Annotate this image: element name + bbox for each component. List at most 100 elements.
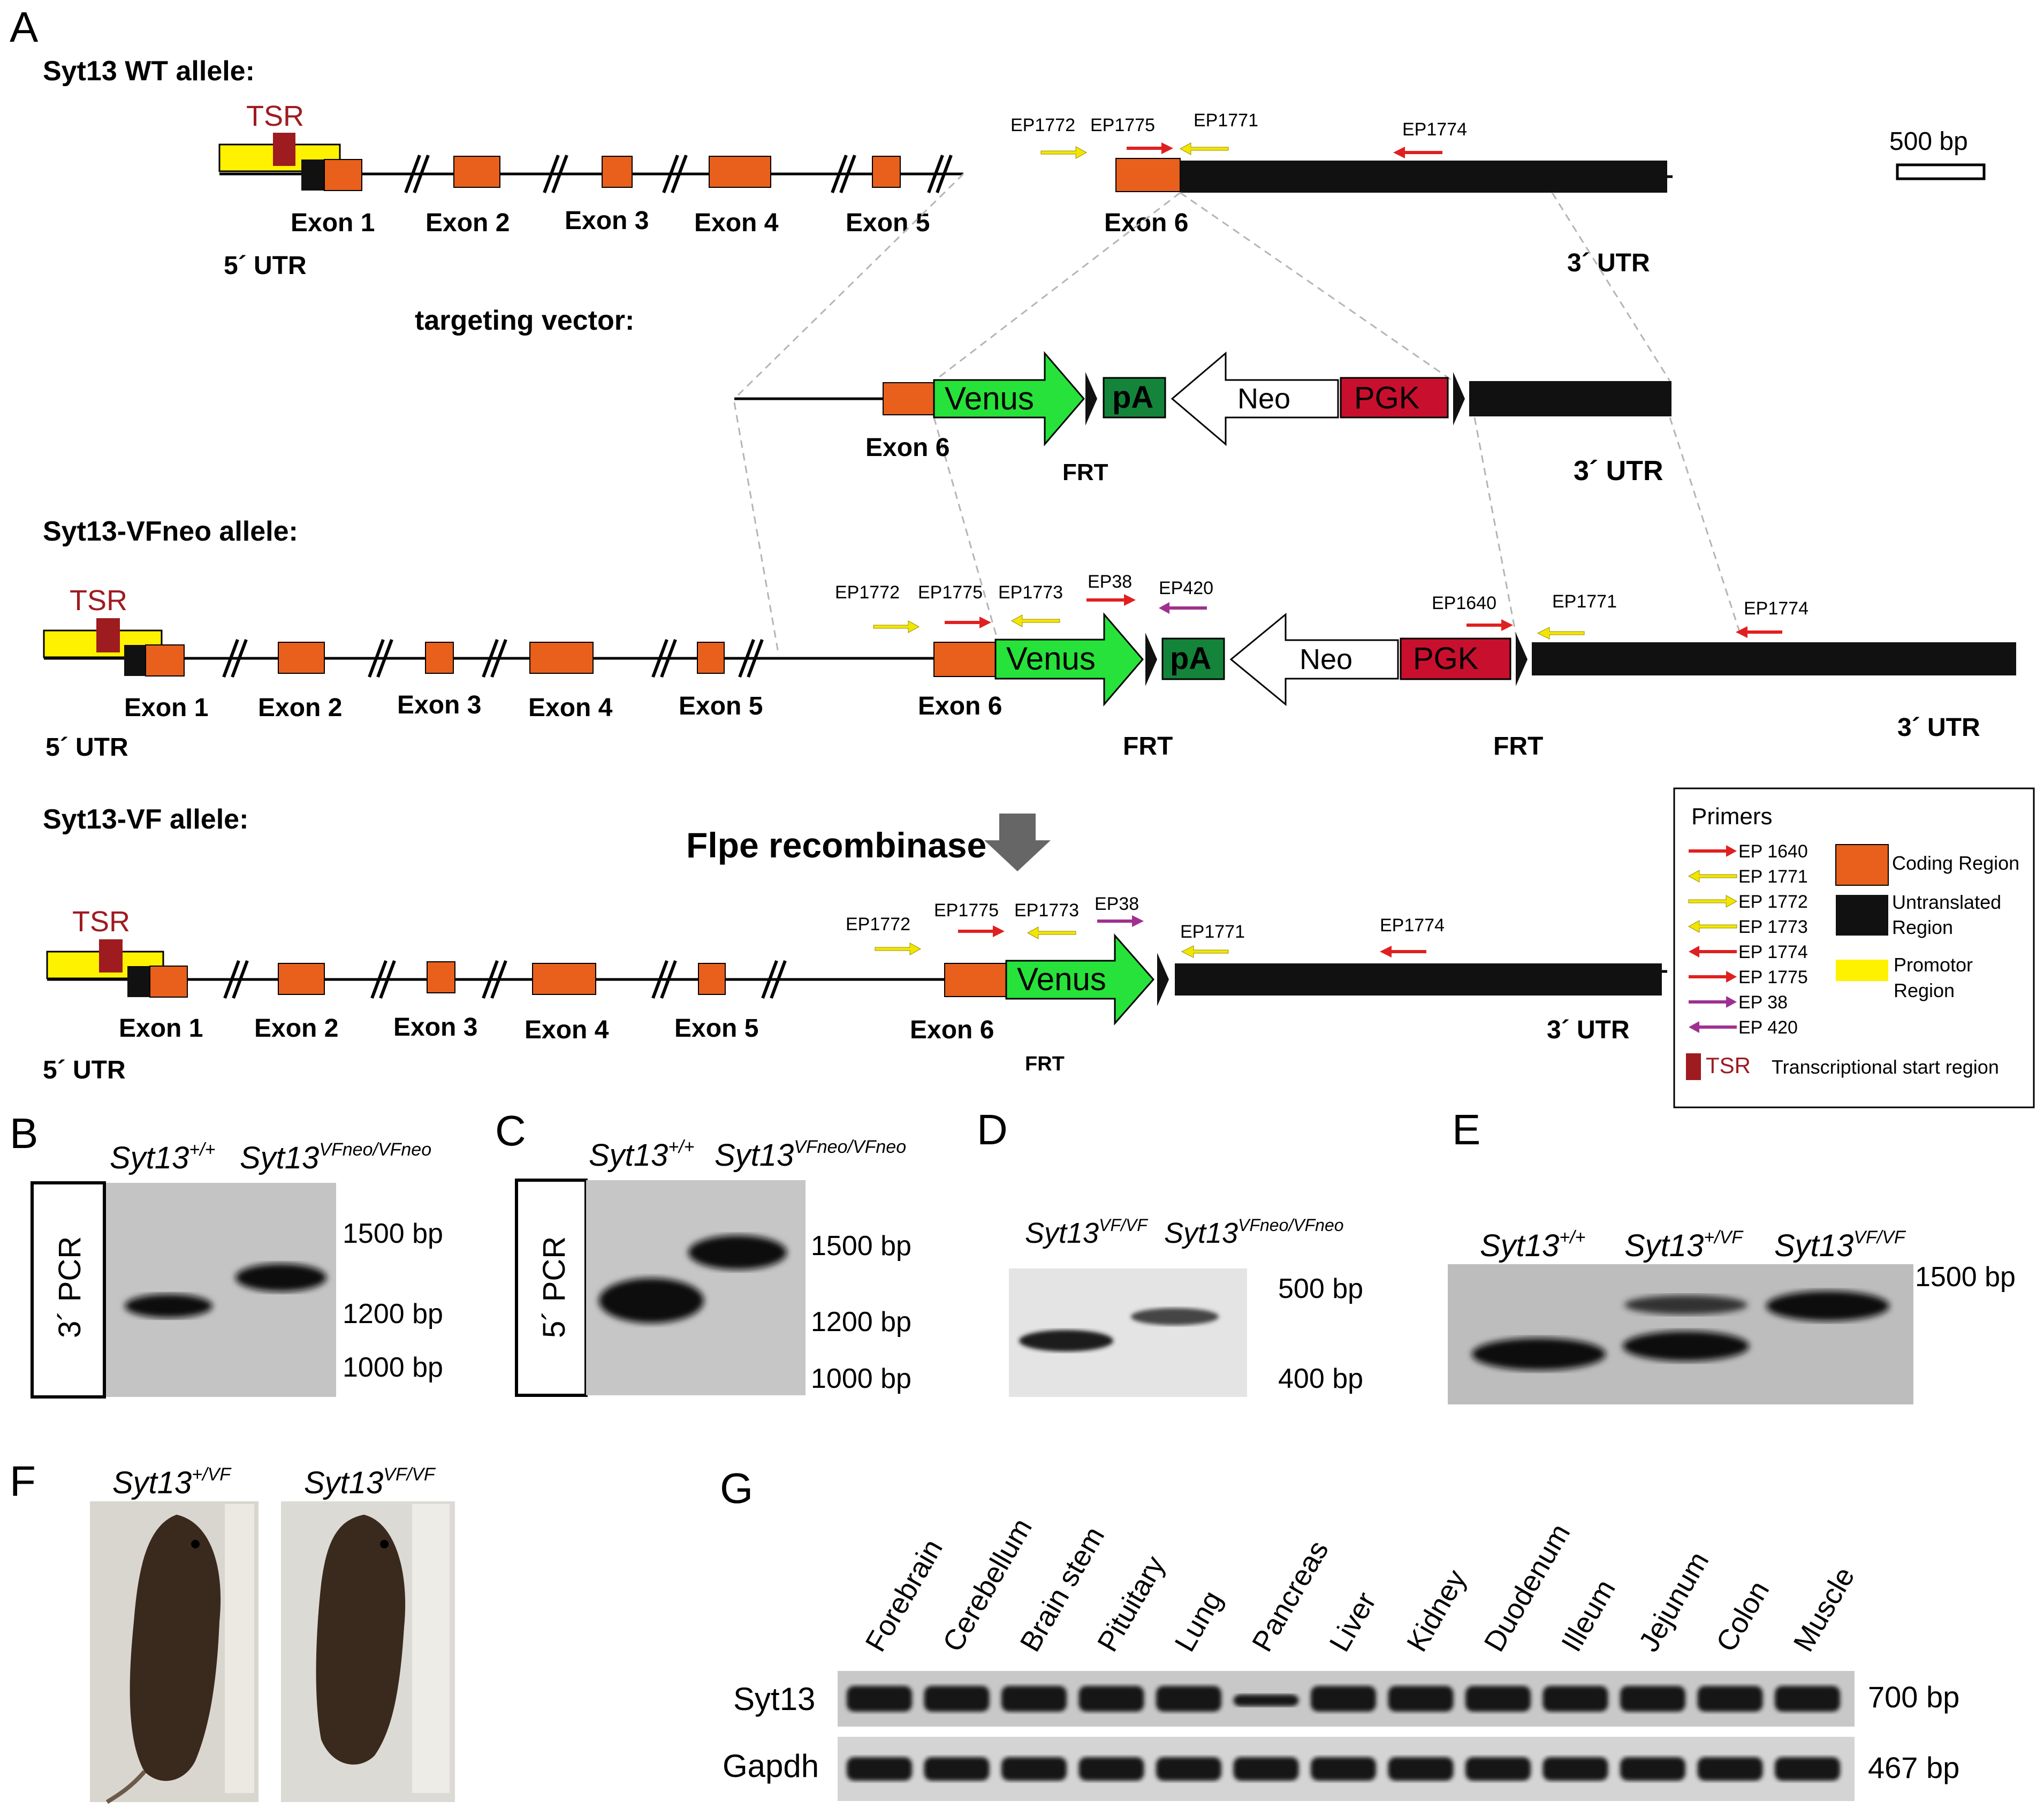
- tissue-label: Illeum: [1555, 1574, 1622, 1657]
- vf-utr3-block: [1175, 963, 1662, 996]
- gel-b-marker-1500: 1500 bp: [343, 1218, 443, 1249]
- gel-e-band-2a: [1624, 1295, 1747, 1314]
- vfneo-venus-label: Venus: [1006, 641, 1096, 677]
- vf-exon-2: [278, 963, 325, 995]
- legend-tsr-label: TSR: [1706, 1053, 1751, 1078]
- panel-label-g: G: [720, 1464, 753, 1512]
- vfneo-exon-4-label: Exon 4: [528, 694, 613, 722]
- vector-exon-6: [883, 382, 934, 415]
- wt-exon-5: [872, 156, 901, 188]
- wt-exon-2: [453, 156, 500, 188]
- vfneo-utr5-block: [124, 645, 146, 676]
- wt-allele-title: Syt13 WT allele:: [43, 56, 255, 87]
- vf-frt: [1157, 953, 1169, 1006]
- vfneo-exon-3: [425, 642, 454, 674]
- gapdh-band: [1775, 1757, 1840, 1781]
- vfneo-venus-arrow: [994, 612, 1144, 707]
- gel-b-band-1: [125, 1294, 212, 1318]
- wt-primer-ep1771: EP1771: [1194, 110, 1258, 131]
- tissue-label: Muscle: [1787, 1562, 1860, 1657]
- vector-frt-1: [1085, 372, 1097, 425]
- mouse-photo-left: [90, 1501, 259, 1804]
- gel-c-marker-1500: 1500 bp: [811, 1230, 911, 1262]
- vf-primer-ep1771: EP1771: [1180, 922, 1245, 942]
- wt-exon-6-label: Exon 6: [1104, 209, 1188, 237]
- panel-label-c: C: [495, 1107, 526, 1154]
- gel-e-lane1-label: Syt13+/+: [1480, 1227, 1586, 1263]
- syt13-band: [1078, 1686, 1144, 1712]
- vfneo-utr5-label: 5´ UTR: [45, 733, 128, 762]
- syt13-band: [1001, 1686, 1067, 1712]
- syt13-bands: [847, 1686, 1840, 1712]
- wt-primer-ep1775: EP1775: [1090, 115, 1155, 135]
- vfneo-tsr-marker: [96, 618, 120, 652]
- wt-exon-5-label: Exon 5: [846, 209, 930, 237]
- legend-utr-label-2: Region: [1892, 916, 1953, 938]
- syt13-band: [1465, 1686, 1531, 1712]
- wt-primer-ep1774: EP1774: [1402, 119, 1467, 140]
- legend-primer-1772: EP 1772: [1738, 892, 1808, 912]
- vfneo-primer-ep1774: EP1774: [1744, 598, 1809, 619]
- gapdh-bands: [847, 1757, 1840, 1781]
- vf-break-marks: [223, 960, 787, 999]
- tissue-label: Colon: [1710, 1576, 1776, 1657]
- flpe-down-arrow: [984, 814, 1051, 871]
- gel-d-marker-500: 500 bp: [1278, 1273, 1363, 1304]
- vfneo-neo-label: Neo: [1300, 643, 1352, 675]
- vf-tsr-label: TSR: [72, 906, 130, 938]
- tissue-label: Liver: [1323, 1587, 1382, 1657]
- wt-primer-ep1772: EP1772: [1010, 115, 1075, 135]
- vf-primer-ep1774: EP1774: [1380, 915, 1445, 936]
- panel-label-a: A: [10, 3, 39, 51]
- vf-exon-4: [532, 963, 596, 995]
- gel-c-band-1: [599, 1278, 704, 1323]
- wt-utr3-block: [1180, 161, 1667, 193]
- gel-d-band-1: [1019, 1330, 1113, 1351]
- gel-c-lane2-label: Syt13VFneo/VFneo: [715, 1137, 906, 1173]
- wt-exon-4-label: Exon 4: [694, 209, 779, 237]
- syt13-band: [924, 1686, 990, 1712]
- gel-e-band-2b: [1623, 1331, 1749, 1361]
- gapdh-band: [847, 1757, 912, 1781]
- vector-neo-label: Neo: [1237, 383, 1290, 415]
- tissue-label: Pituitary: [1091, 1551, 1172, 1657]
- vfneo-pgk-box: [1400, 637, 1511, 680]
- vfneo-pa-box: [1161, 637, 1225, 680]
- vf-exon-5-label: Exon 5: [674, 1014, 758, 1043]
- legend-primer-38: EP 38: [1738, 992, 1788, 1013]
- gel-b-lane2-label: Syt13VFneo/VFneo: [240, 1139, 431, 1175]
- vfneo-primer-ep1771: EP1771: [1552, 591, 1617, 612]
- vfneo-exon-2-label: Exon 2: [258, 694, 342, 722]
- gapdh-band: [1311, 1757, 1376, 1781]
- vector-venus-label: Venus: [945, 381, 1034, 416]
- vector-pa-label: pA: [1112, 380, 1153, 415]
- wt-exon-4: [709, 156, 771, 188]
- guide-lines: [733, 173, 1741, 656]
- vfneo-primer-ep420: EP420: [1159, 578, 1213, 598]
- legend-coding-label: Coding Region: [1892, 852, 2019, 874]
- tissue-label: Lung: [1168, 1585, 1228, 1657]
- wt-exon-2-label: Exon 2: [425, 209, 510, 237]
- vf-utr5-block: [127, 966, 150, 997]
- vector-exon-6-label: Exon 6: [865, 434, 949, 462]
- panel-label-d: D: [977, 1106, 1008, 1153]
- vf-venus-arrow: [1005, 933, 1154, 1025]
- gel-e-band-3: [1766, 1291, 1889, 1321]
- wt-primer-arrows: [1040, 142, 1442, 159]
- flpe-recombinase-label: Flpe recombinase: [686, 825, 986, 865]
- vf-exon-6-label: Exon 6: [910, 1016, 994, 1044]
- legend-tsr-description: Transcriptional start region: [1772, 1056, 1999, 1078]
- wt-break-marks: [404, 154, 953, 194]
- gapdh-band: [1543, 1757, 1608, 1781]
- legend-primer-1640: EP 1640: [1738, 841, 1808, 862]
- legend-tsr-swatch: [1686, 1053, 1701, 1080]
- gel-e-marker-1500: 1500 bp: [1915, 1262, 2016, 1293]
- gapdh-band: [1001, 1757, 1067, 1781]
- vector-venus-arrow: [933, 351, 1085, 447]
- vfneo-frt-1: [1145, 633, 1157, 686]
- panel-label-b: B: [10, 1110, 38, 1157]
- legend-utr-swatch: [1836, 895, 1888, 936]
- legend-primer-1771: EP 1771: [1738, 867, 1808, 887]
- vfneo-frt-label-1: FRT: [1123, 732, 1173, 761]
